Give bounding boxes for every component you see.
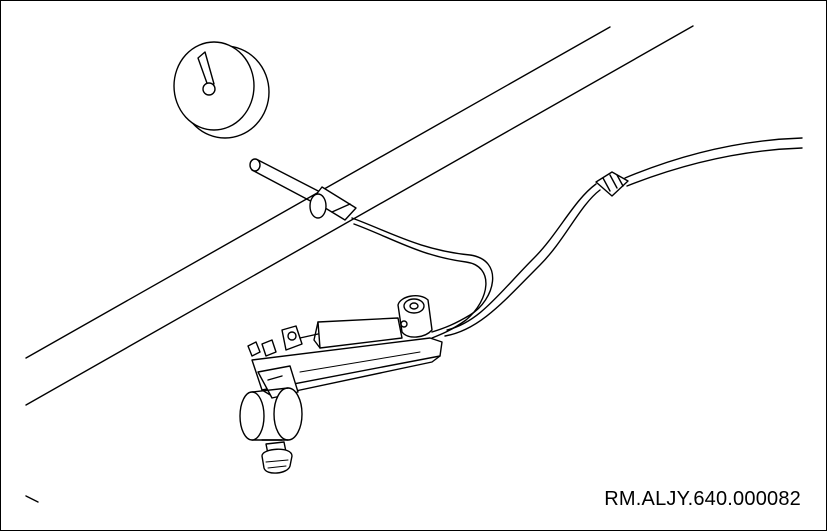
edge-tick xyxy=(25,495,39,503)
nozzle-icon xyxy=(397,294,433,338)
grommet-cap-icon xyxy=(173,41,270,139)
washer-hose-icon xyxy=(249,137,803,339)
reference-code: RM.ALJY.640.000082 xyxy=(604,488,801,510)
motor-icon xyxy=(239,317,443,474)
connector-icon xyxy=(595,171,629,197)
